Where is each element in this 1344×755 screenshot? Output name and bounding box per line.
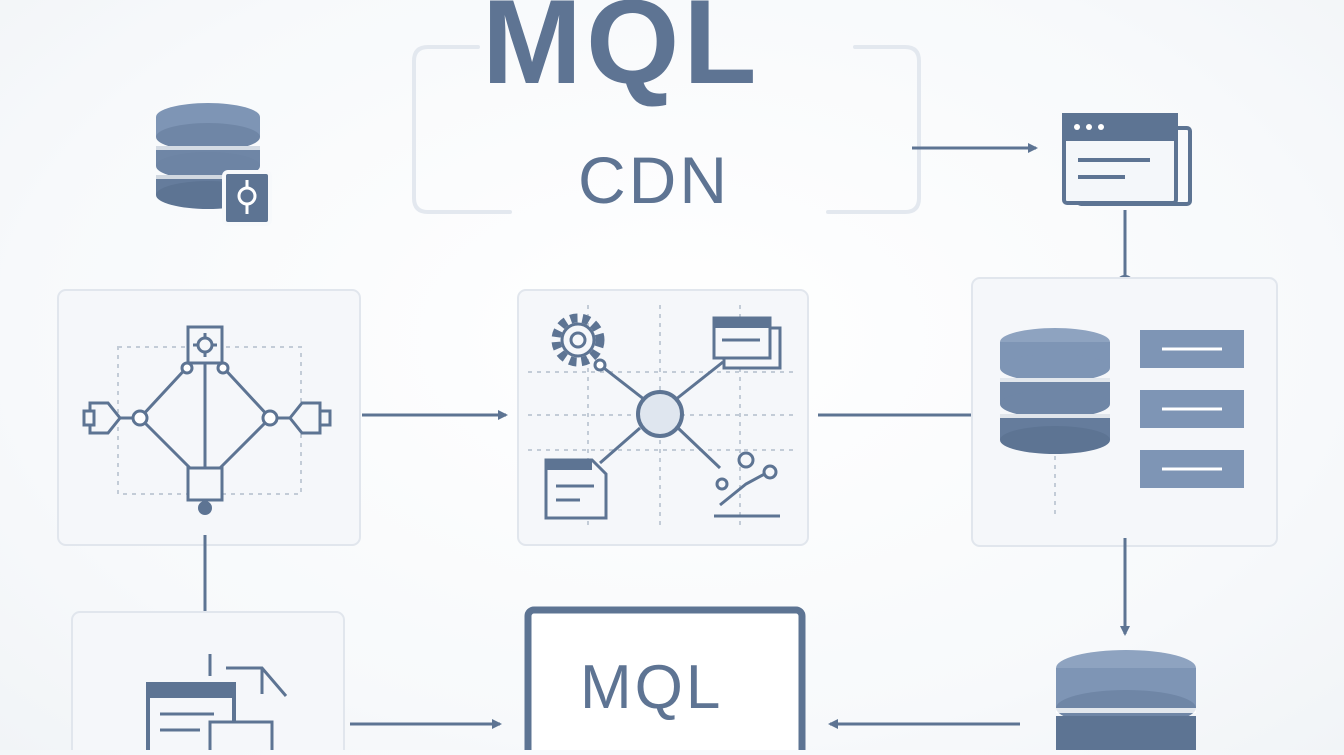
card-network <box>57 289 361 546</box>
card-server <box>971 277 1278 547</box>
gear-icon <box>551 313 605 367</box>
chart-icon <box>714 451 780 518</box>
mql-box <box>524 606 806 755</box>
subtitle-cdn: CDN <box>578 143 730 217</box>
database-icon <box>156 103 272 226</box>
browser-window-icon <box>146 654 288 755</box>
document-icon <box>544 458 608 520</box>
database-icon <box>1056 650 1196 755</box>
browser-window-icon <box>1062 113 1192 206</box>
mql-box-label: MQL <box>580 653 724 722</box>
title-mql: MQL <box>482 0 761 109</box>
network-diagram-icon <box>82 325 332 515</box>
hub-node <box>636 390 684 438</box>
server-stack-icon <box>1000 328 1244 516</box>
title-frame <box>412 45 921 214</box>
card-browser-bottom <box>71 611 345 755</box>
document-icon <box>712 316 782 370</box>
card-hub <box>517 289 809 546</box>
